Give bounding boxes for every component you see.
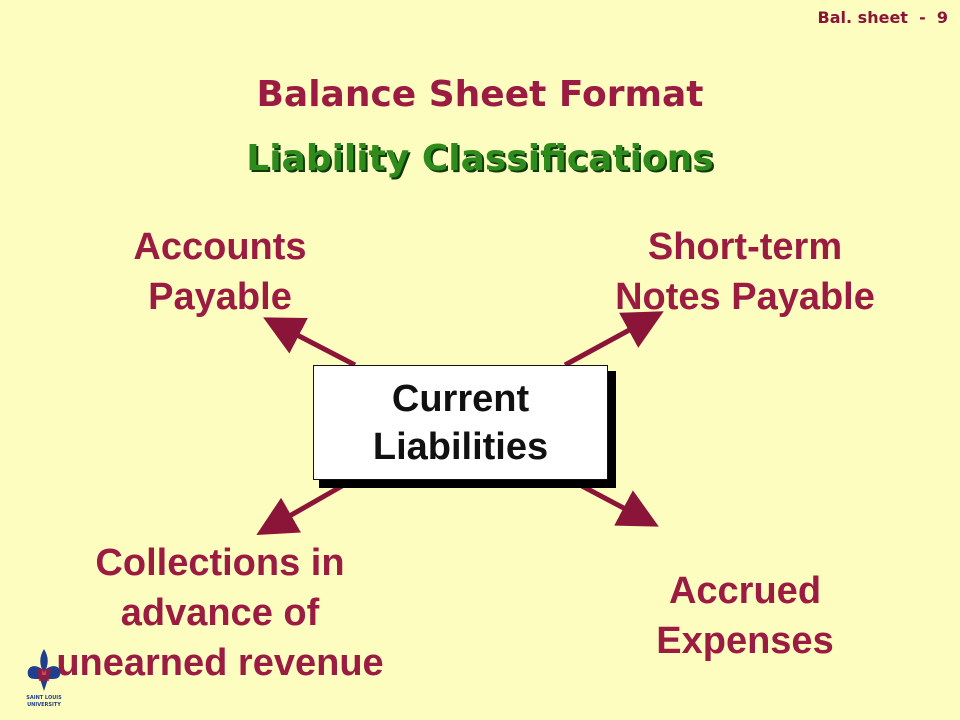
- arrow-bottom-right: [580, 483, 659, 527]
- logo-line2: UNIVERSITY: [27, 702, 61, 708]
- slide-number: Bal. sheet - 9: [817, 8, 948, 27]
- slide-subtitle: Liability Classifications: [246, 138, 714, 179]
- short-term-notes-payable-label: Short-term Notes Payable: [615, 226, 875, 318]
- arrow-top-right: [563, 311, 664, 368]
- arrow-bottom-left: [256, 483, 344, 535]
- logo-line1: SAINT LOUIS: [26, 695, 62, 701]
- slide-title: Balance Sheet Format: [256, 74, 704, 115]
- accounts-payable-label: Accounts Payable: [133, 226, 307, 318]
- saint-louis-university-logo: SAINT LOUIS UNIVERSITY: [26, 649, 62, 708]
- arrow-top-left: [263, 317, 357, 368]
- accrued-expenses-label: Accrued Expenses: [656, 570, 834, 662]
- fleur-de-lis-icon: [27, 649, 61, 691]
- current-liabilities-box: Current Liabilities: [313, 365, 608, 480]
- collections-in-advance-label: Collections in advance of unearned reven…: [56, 542, 384, 684]
